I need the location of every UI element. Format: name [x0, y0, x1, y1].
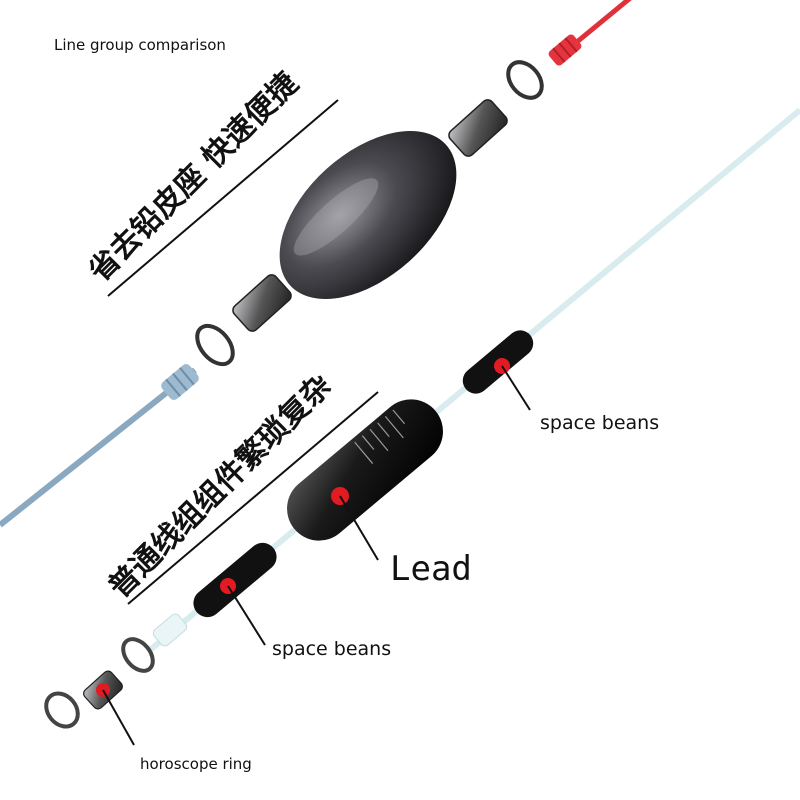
top-swivel-barrel: [448, 99, 508, 157]
callout-line: [501, 365, 531, 411]
callout-line: [102, 689, 135, 746]
blue-silicone-sleeve: [161, 364, 199, 400]
space-beans-upper-label: space beans: [540, 412, 660, 434]
blue-fishing-line: [0, 367, 197, 528]
pale-silicone-sleeve: [152, 613, 188, 647]
slogan-underline: [127, 391, 379, 605]
oval-sinker: [279, 130, 457, 300]
lead-weight: [287, 399, 443, 541]
callout-line: [227, 585, 266, 646]
space-beans-lower-label: space beans: [272, 638, 392, 660]
swivel-loop-icon: [506, 60, 544, 100]
swivel-loop-icon: [121, 637, 155, 673]
lower-space-bean: [193, 542, 277, 618]
horoscope-ring-label: horoscope ring: [140, 755, 252, 773]
swivel-loop-icon: [44, 691, 80, 729]
red-silicone-sleeve: [548, 34, 582, 66]
slogan-underline: [107, 99, 339, 297]
lower-swivel-barrel: [232, 274, 292, 332]
lead-label: Lead: [390, 549, 472, 589]
page-title: Line group comparison: [54, 36, 226, 54]
swivel-loop-icon: [195, 323, 235, 367]
callout-line: [339, 495, 379, 561]
